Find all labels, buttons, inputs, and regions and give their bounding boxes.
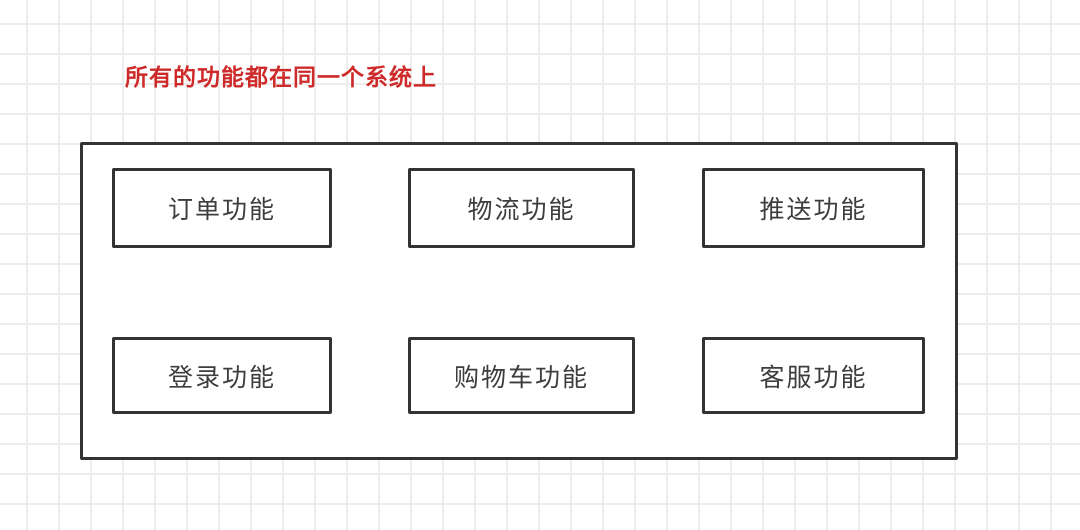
diagram-title: 所有的功能都在同一个系统上 <box>125 65 437 91</box>
function-box-cart: 购物车功能 <box>408 337 635 414</box>
function-box-push-label: 推送功能 <box>759 195 868 224</box>
function-box-order: 订单功能 <box>112 168 332 248</box>
function-box-login-label: 登录功能 <box>167 362 276 392</box>
function-box-cart-label: 购物车功能 <box>453 362 589 392</box>
function-box-login: 登录功能 <box>112 337 332 414</box>
function-box-service: 客服功能 <box>702 337 925 414</box>
function-box-push: 推送功能 <box>702 168 925 248</box>
function-box-order-label: 订单功能 <box>167 195 276 224</box>
function-box-logistics: 物流功能 <box>408 168 635 248</box>
function-box-logistics-label: 物流功能 <box>467 195 576 224</box>
system-boundary-box: 订单功能 物流功能 推送功能 登录功能 购物车功能 客服功能 <box>80 142 958 460</box>
function-box-service-label: 客服功能 <box>759 362 868 392</box>
